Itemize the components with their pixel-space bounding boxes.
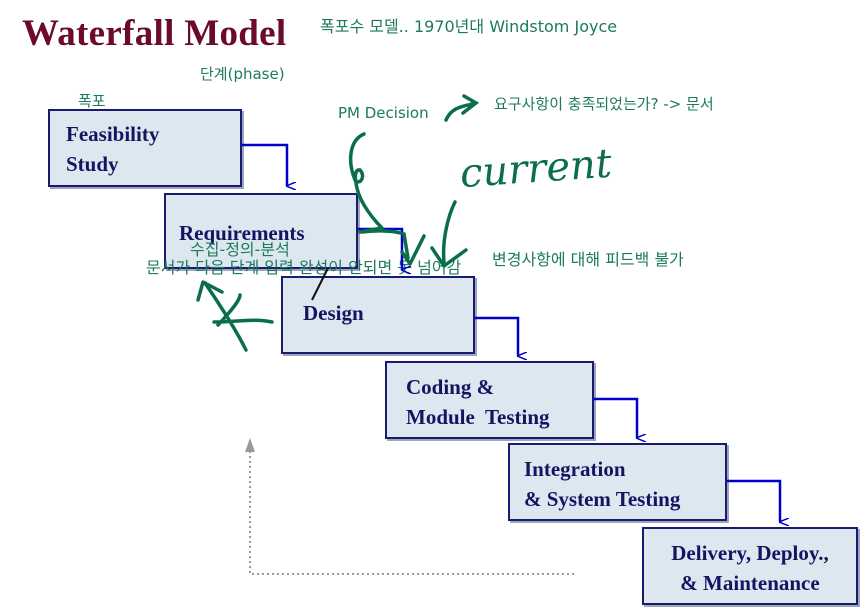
phase-label: Integration & System Testing — [524, 457, 681, 511]
no-feedback-note: 변경사항에 대해 피드백 불가 — [492, 250, 684, 269]
ink-down-arrow-1 — [400, 232, 426, 266]
arrow-requirements-to-design — [358, 227, 402, 270]
flow-arrows — [242, 143, 780, 522]
phase-box-coding-module-testing: Coding & Module Testing — [385, 361, 594, 439]
phase-label: Feasibility Study — [66, 122, 160, 176]
phase-box-requirements: Requirements — [164, 193, 358, 269]
document-gate-note: 문서가 다음 단계 입력 완성이 안되면 못 넘어감 — [146, 258, 462, 277]
phase-box-integration-system-testing: Integration & System Testing — [508, 443, 727, 521]
ink-current-arrow — [430, 200, 468, 268]
arrow-feasibility-to-requirements — [242, 143, 287, 186]
pm-decision-arrow-icon — [444, 94, 480, 122]
pm-decision-label: PM Decision — [338, 104, 429, 122]
ink-black-slash — [311, 267, 329, 301]
handwritten-ink: current — [196, 132, 615, 352]
arrow-integration-to-delivery — [727, 479, 780, 522]
history-note: 폭포수 모델.. 1970년대 Windstom Joyce — [320, 17, 618, 36]
ink-crossed-back-arrow — [196, 280, 274, 352]
arrow-coding-to-integration — [594, 397, 637, 438]
phase-box-feasibility-study: Feasibility Study — [48, 109, 242, 187]
ink-current-text: current — [459, 141, 615, 198]
phase-label: Requirements — [179, 221, 305, 245]
requirements-sub-note: 수집-정의-분석 — [190, 240, 290, 259]
phase-box-delivery-maintenance: Delivery, Deploy., & Maintenance — [642, 527, 858, 605]
phase-label: Delivery, Deploy., & Maintenance — [671, 541, 829, 595]
pm-decision-question: 요구사항이 충족되었는가? -> 문서 — [494, 95, 714, 113]
feedback-arrowhead-icon — [245, 438, 255, 452]
phase-label: Design — [303, 301, 364, 325]
waterfall-note: 폭포 — [78, 92, 106, 110]
phase-box-design: Design — [281, 276, 475, 354]
feedback-dotted-arrow — [249, 448, 574, 575]
phase-label: Coding & Module Testing — [406, 375, 550, 429]
page-title: Waterfall Model — [22, 13, 287, 54]
arrow-design-to-coding — [475, 316, 518, 356]
phase-note: 단계(phase) — [200, 65, 285, 83]
ink-squiggle-stroke — [348, 132, 406, 236]
